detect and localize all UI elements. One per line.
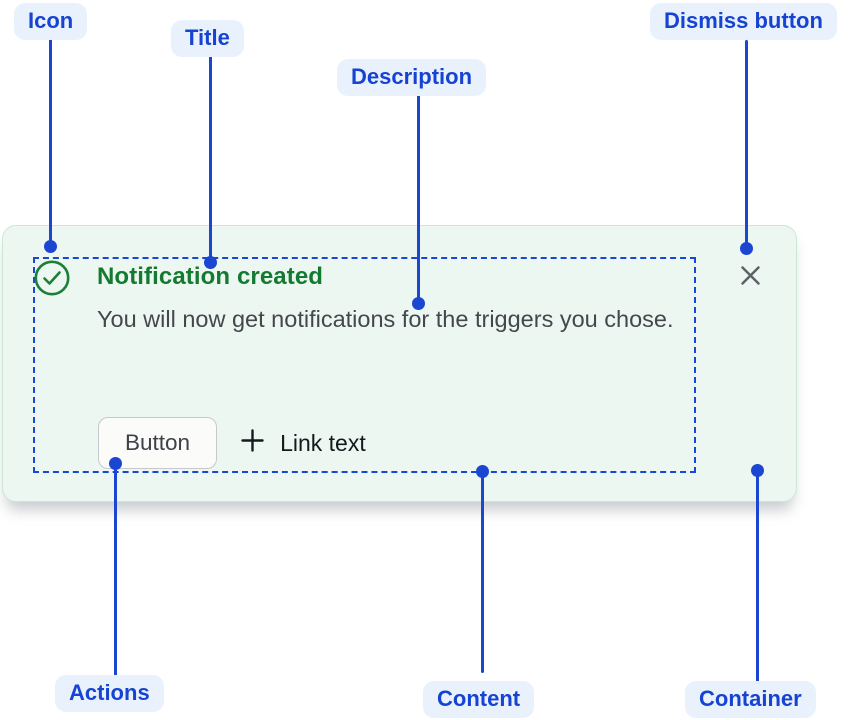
callout-line-icon [49,39,52,247]
callout-line-actions [114,464,117,677]
plus-icon [239,427,266,459]
dismiss-button[interactable] [732,259,768,295]
notification-container: Notification created You will now get no… [2,225,797,502]
callout-label-actions: Actions [55,675,164,712]
close-icon [739,264,762,290]
callout-dot-content [476,465,489,478]
callout-line-description [417,95,420,304]
callout-line-title [209,56,212,263]
link-text: Link text [280,429,366,456]
action-link[interactable]: Link text [239,427,366,459]
callout-label-content: Content [423,681,535,718]
callout-label-title: Title [171,20,244,57]
callout-dot-description [412,297,425,310]
callout-label-icon: Icon [14,3,88,40]
callout-dot-title [204,256,217,269]
callout-label-description: Description [337,59,487,96]
callout-line-dismiss [745,40,748,249]
callout-dot-dismiss [740,242,753,255]
callout-line-content [481,472,484,673]
callout-dot-icon [44,240,57,253]
check-circle-icon [34,260,70,296]
callout-dot-container [751,464,764,477]
callout-line-container [756,471,759,682]
notification-actions: Button Link text [98,417,366,469]
callout-dot-actions [109,457,122,470]
notification-description: You will now get notifications for the t… [97,306,674,332]
callout-label-container: Container [685,681,816,718]
callout-label-dismiss: Dismiss button [650,3,837,40]
content-outline [33,257,696,473]
